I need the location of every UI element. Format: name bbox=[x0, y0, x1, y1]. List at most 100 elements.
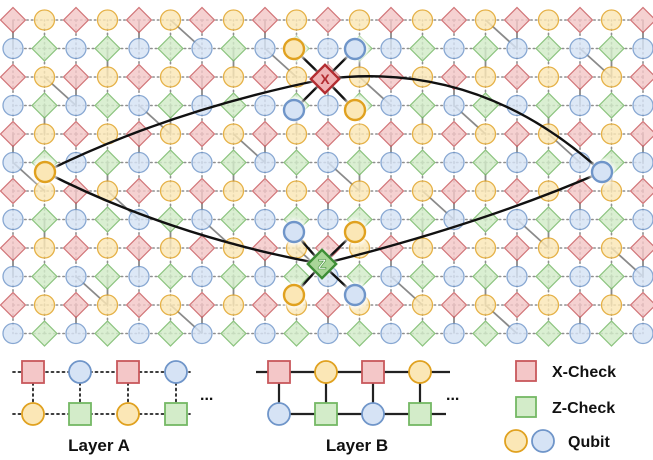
x-check-letter: X bbox=[320, 71, 330, 87]
x-check-node bbox=[377, 120, 405, 148]
x-check-node bbox=[566, 291, 594, 319]
x-check-node bbox=[566, 6, 594, 34]
qubit-node bbox=[191, 208, 213, 231]
x-check-node bbox=[0, 63, 27, 91]
x-check-node bbox=[503, 177, 531, 205]
x-check-node bbox=[188, 63, 216, 91]
long-range-edge bbox=[321, 170, 603, 266]
x-check-node bbox=[503, 291, 531, 319]
x-check-node bbox=[503, 63, 531, 91]
z-check-node bbox=[472, 263, 499, 290]
layer-b-qubit bbox=[408, 360, 432, 384]
qubit-node bbox=[2, 151, 24, 174]
qubit-node bbox=[191, 322, 213, 345]
z-check-legend-icon bbox=[515, 396, 537, 418]
qubit-node bbox=[600, 237, 623, 259]
qubit-node bbox=[254, 151, 276, 174]
qubit-node bbox=[506, 265, 528, 288]
x-check-node bbox=[188, 291, 216, 319]
z-check-node bbox=[31, 35, 58, 62]
z-check-node bbox=[409, 320, 436, 347]
highlighted-qubit bbox=[33, 160, 57, 184]
qubit-node bbox=[159, 294, 182, 316]
legend-key bbox=[504, 360, 555, 453]
layer-a-qubit bbox=[116, 402, 140, 426]
qubit-node bbox=[474, 237, 497, 259]
x-check-node bbox=[0, 177, 27, 205]
z-check-node bbox=[157, 35, 184, 62]
x-check-node bbox=[125, 6, 153, 34]
qubit-node bbox=[632, 37, 653, 60]
qubit-node bbox=[443, 37, 465, 60]
qubit-node bbox=[33, 237, 56, 259]
qubit-node bbox=[191, 151, 213, 174]
x-check-node bbox=[566, 234, 594, 262]
x-check-node bbox=[251, 291, 279, 319]
qubit-node bbox=[569, 265, 591, 288]
z-check-node bbox=[535, 263, 562, 290]
qubit-node bbox=[632, 94, 653, 117]
qubit-node bbox=[474, 180, 497, 202]
qubit-node bbox=[33, 9, 56, 31]
qubit-node bbox=[411, 294, 434, 316]
qubit-node bbox=[380, 151, 402, 174]
x-check-node bbox=[503, 120, 531, 148]
z-check-node bbox=[94, 149, 121, 176]
layer-b-z-check bbox=[408, 402, 432, 426]
layer-a-qubit bbox=[164, 360, 188, 384]
qubit-node bbox=[600, 294, 623, 316]
x-check-node bbox=[503, 234, 531, 262]
z-check-node bbox=[472, 206, 499, 233]
qubit-node bbox=[2, 94, 24, 117]
x-check-node bbox=[314, 291, 342, 319]
qubit-node bbox=[474, 123, 497, 145]
legend-layer-b: ... bbox=[256, 360, 459, 426]
qubit-node bbox=[222, 9, 245, 31]
x-check-node bbox=[629, 120, 653, 148]
qubit-node bbox=[600, 180, 623, 202]
qubit-node bbox=[159, 123, 182, 145]
z-check-node bbox=[346, 149, 373, 176]
qubit-node bbox=[411, 123, 434, 145]
qubit-node bbox=[128, 151, 150, 174]
x-check-node bbox=[377, 234, 405, 262]
qubit-node bbox=[380, 208, 402, 231]
layer-b-qubit bbox=[314, 360, 338, 384]
x-check-node bbox=[440, 234, 468, 262]
layer-a-z-check bbox=[164, 402, 188, 426]
x-check-node bbox=[251, 6, 279, 34]
qubit-legend-icon bbox=[531, 429, 555, 453]
x-check-node bbox=[62, 120, 90, 148]
z-check-node bbox=[535, 35, 562, 62]
layer-b-ellipsis: ... bbox=[446, 387, 459, 404]
qubit-node bbox=[380, 265, 402, 288]
qubit-node bbox=[128, 37, 150, 60]
z-check-node bbox=[598, 35, 625, 62]
z-check-node bbox=[472, 320, 499, 347]
qubit-node bbox=[506, 208, 528, 231]
lattice-layer bbox=[0, 6, 653, 347]
qubit-node bbox=[411, 180, 434, 202]
qubit-node bbox=[33, 294, 56, 316]
qubit-node bbox=[222, 294, 245, 316]
x-check-node bbox=[377, 291, 405, 319]
layer-b-qubit bbox=[361, 402, 385, 426]
qubit-node bbox=[474, 66, 497, 88]
highlighted-x-check bbox=[309, 63, 341, 95]
qubit-node bbox=[474, 294, 497, 316]
qubit-node bbox=[128, 322, 150, 345]
x-check-node bbox=[440, 120, 468, 148]
qubit-node bbox=[411, 9, 434, 31]
x-check-node bbox=[0, 6, 27, 34]
z-check-node bbox=[409, 206, 436, 233]
long-range-edge bbox=[44, 77, 326, 174]
z-check-node bbox=[598, 92, 625, 119]
x-check-node bbox=[251, 63, 279, 91]
z-check-node bbox=[220, 149, 247, 176]
z-check-node bbox=[157, 149, 184, 176]
x-check-node bbox=[0, 120, 27, 148]
layer-b-qubit bbox=[267, 402, 291, 426]
qubit-node bbox=[65, 37, 87, 60]
qubit-node bbox=[537, 294, 560, 316]
qubit-node bbox=[65, 322, 87, 345]
